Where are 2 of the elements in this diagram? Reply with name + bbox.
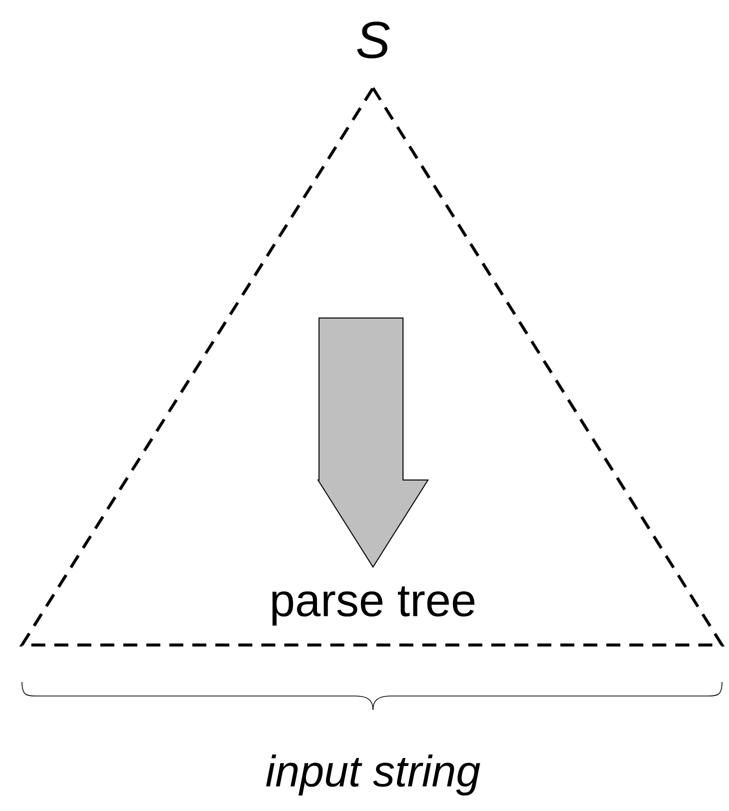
node-caption: S <box>357 22 390 58</box>
brace-label: input string <box>266 754 480 796</box>
